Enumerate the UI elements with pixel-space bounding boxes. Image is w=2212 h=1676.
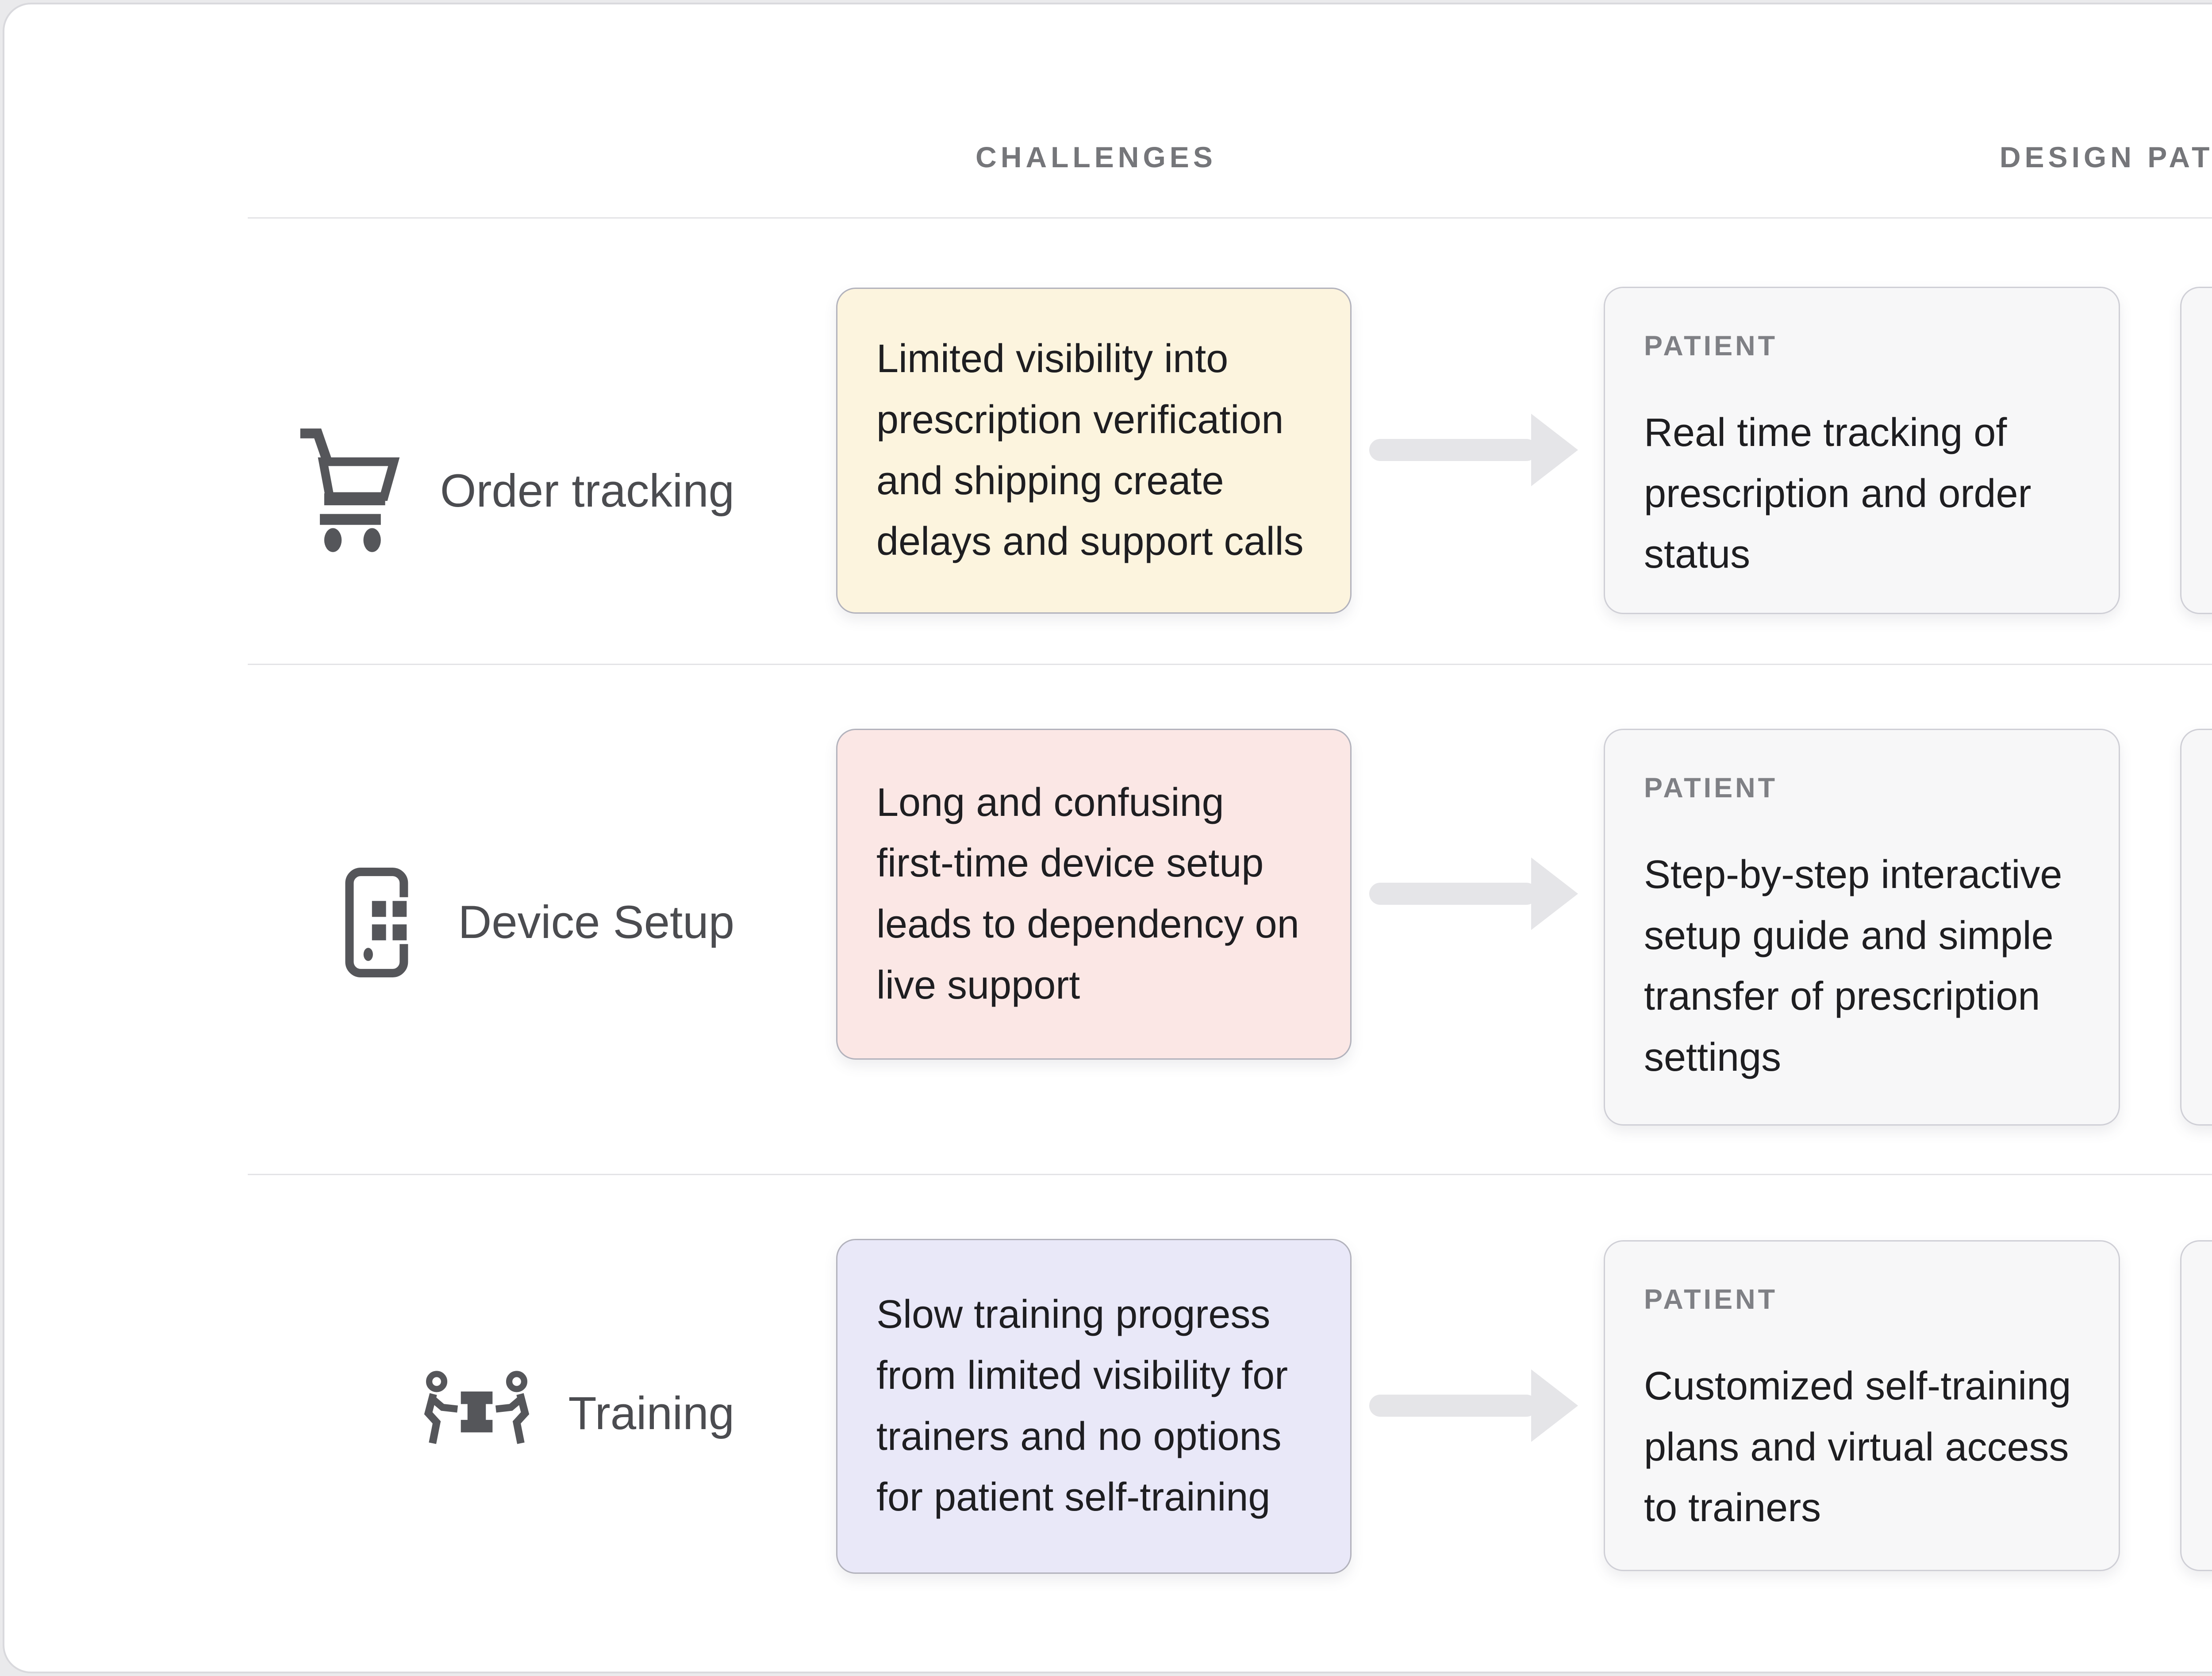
care-team-card-training: CARE TEAM Training tracking and reduced …: [2180, 1240, 2212, 1571]
arrow-shaft: [1369, 1395, 1537, 1417]
challenge-card-device-setup: Long and confusing first-time device set…: [836, 729, 1352, 1060]
training-people-icon: [424, 1371, 529, 1444]
flow-arrow-icon: [1369, 1369, 1578, 1442]
arrow-head: [1531, 1369, 1578, 1442]
row-divider: [248, 217, 2212, 219]
column-header-challenges: CHALLENGES: [975, 141, 1217, 173]
row-header-device-setup: Device Setup: [248, 843, 734, 1002]
row-label: Order tracking: [440, 465, 734, 517]
row-header-training: Training: [248, 1334, 734, 1493]
challenge-card-training: Slow training progress from limited visi…: [836, 1239, 1352, 1574]
flow-arrow-icon: [1369, 857, 1578, 930]
care-team-card-device-setup: CARE TEAM Remote onboarding progress tra…: [2180, 729, 2212, 1126]
row-label: Training: [568, 1388, 734, 1439]
patient-text: Customized self-training plans and virtu…: [1644, 1364, 2071, 1530]
care-team-card-order-tracking: CARE TEAM Unified verification dashboard…: [2180, 287, 2212, 614]
row-divider: [248, 664, 2212, 665]
patient-card-device-setup: PATIENT Step-by-step interactive setup g…: [1604, 729, 2120, 1126]
arrow-head: [1531, 414, 1578, 486]
patient-heading: PATIENT: [1644, 331, 1778, 361]
row-header-order-tracking: Order tracking: [248, 411, 734, 571]
device-icon: [345, 868, 413, 977]
shopping-cart-icon: [300, 428, 400, 552]
patient-card-training: PATIENT Customized self-training plans a…: [1604, 1240, 2120, 1571]
patient-heading: PATIENT: [1644, 1284, 1778, 1315]
arrow-shaft: [1369, 439, 1537, 461]
patient-text: Real time tracking of prescription and o…: [1644, 411, 2032, 577]
challenge-card-order-tracking: Limited visibility into prescription ver…: [836, 288, 1352, 614]
row-label: Device Setup: [458, 896, 734, 948]
arrow-shaft: [1369, 883, 1537, 905]
row-divider: [248, 1174, 2212, 1175]
patient-text: Step-by-step interactive setup guide and…: [1644, 853, 2062, 1080]
arrow-head: [1531, 857, 1578, 930]
patient-heading: PATIENT: [1644, 773, 1778, 803]
patient-card-order-tracking: PATIENT Real time tracking of prescripti…: [1604, 287, 2120, 614]
flow-arrow-icon: [1369, 414, 1578, 486]
column-header-design-path: DESIGN PATH: [1999, 141, 2212, 173]
